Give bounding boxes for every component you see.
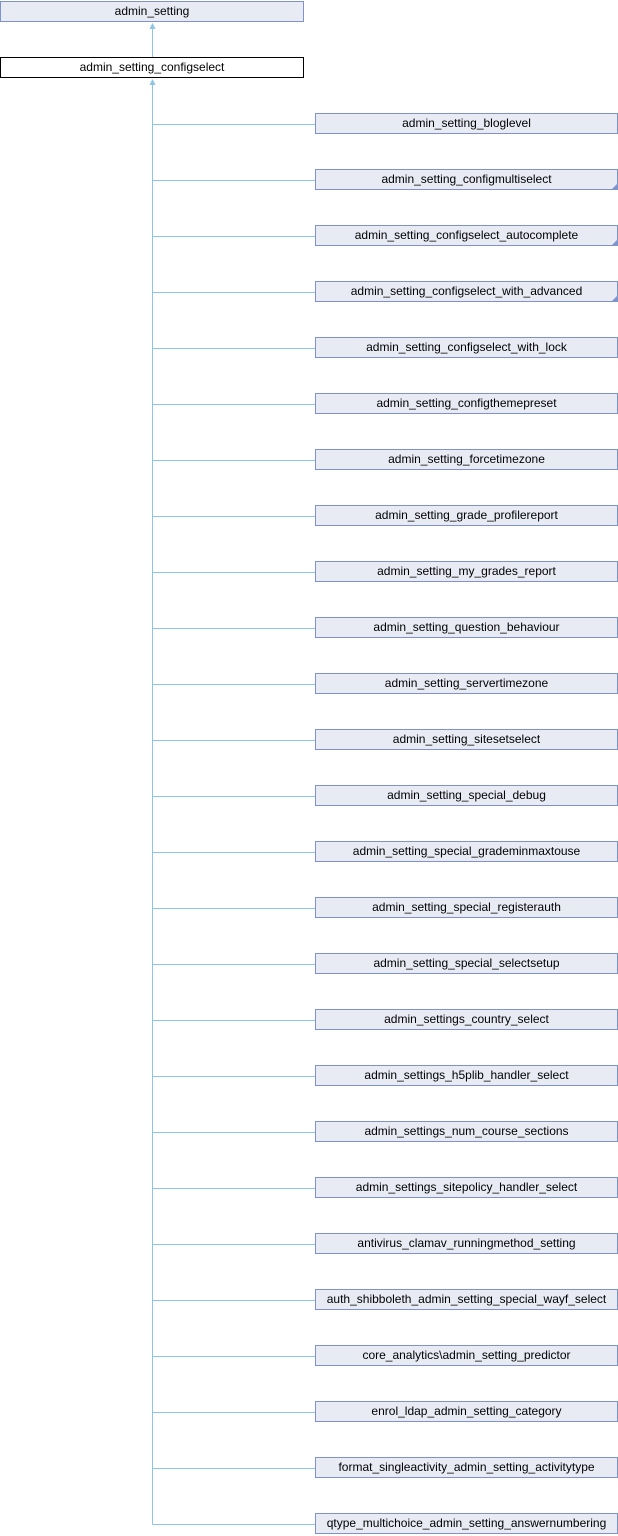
- node-child-class[interactable]: format_singleactivity_admin_setting_acti…: [315, 1457, 618, 1478]
- node-child-class[interactable]: admin_setting_special_registerauth: [315, 897, 618, 918]
- node-child-class[interactable]: enrol_ldap_admin_setting_category: [315, 1401, 618, 1422]
- has-subclasses-icon: [612, 296, 617, 301]
- arrowhead-icon: [149, 23, 156, 29]
- node-child-class[interactable]: admin_setting_special_selectsetup: [315, 953, 618, 974]
- node-child-class[interactable]: auth_shibboleth_admin_setting_special_wa…: [315, 1289, 618, 1310]
- node-child-class[interactable]: admin_setting_configselect_with_advanced: [315, 281, 618, 302]
- arrowhead-icon: [149, 79, 156, 85]
- node-child-class[interactable]: admin_settings_sitepolicy_handler_select: [315, 1177, 618, 1198]
- node-child-class[interactable]: admin_setting_configmultiselect: [315, 169, 618, 190]
- node-child-class[interactable]: admin_setting_special_debug: [315, 785, 618, 806]
- node-child-class[interactable]: admin_settings_h5plib_handler_select: [315, 1065, 618, 1086]
- node-child-class[interactable]: admin_setting_sitesetselect: [315, 729, 618, 750]
- node-child-class[interactable]: admin_setting_grade_profilereport: [315, 505, 618, 526]
- node-child-class[interactable]: core_analytics\admin_setting_predictor: [315, 1345, 618, 1366]
- has-subclasses-icon: [612, 240, 617, 245]
- node-admin-setting[interactable]: admin_setting: [0, 1, 304, 22]
- node-child-class[interactable]: admin_setting_servertimezone: [315, 673, 618, 694]
- node-child-class[interactable]: qtype_multichoice_admin_setting_answernu…: [315, 1513, 618, 1534]
- node-child-class[interactable]: admin_settings_num_course_sections: [315, 1121, 618, 1142]
- node-child-class[interactable]: admin_setting_configselect_autocomplete: [315, 225, 618, 246]
- node-child-class[interactable]: admin_setting_bloglevel: [315, 113, 618, 134]
- node-child-class[interactable]: antivirus_clamav_runningmethod_setting: [315, 1233, 618, 1254]
- has-subclasses-icon: [612, 184, 617, 189]
- node-child-class[interactable]: admin_setting_special_grademinmaxtouse: [315, 841, 618, 862]
- node-child-class[interactable]: admin_setting_forcetimezone: [315, 449, 618, 470]
- node-child-class[interactable]: admin_setting_my_grades_report: [315, 561, 618, 582]
- node-child-class[interactable]: admin_settings_country_select: [315, 1009, 618, 1030]
- node-child-class[interactable]: admin_setting_configthemepreset: [315, 393, 618, 414]
- node-child-class[interactable]: admin_setting_configselect_with_lock: [315, 337, 618, 358]
- node-admin-setting-configselect: admin_setting_configselect: [0, 57, 304, 78]
- node-child-class[interactable]: admin_setting_question_behaviour: [315, 617, 618, 638]
